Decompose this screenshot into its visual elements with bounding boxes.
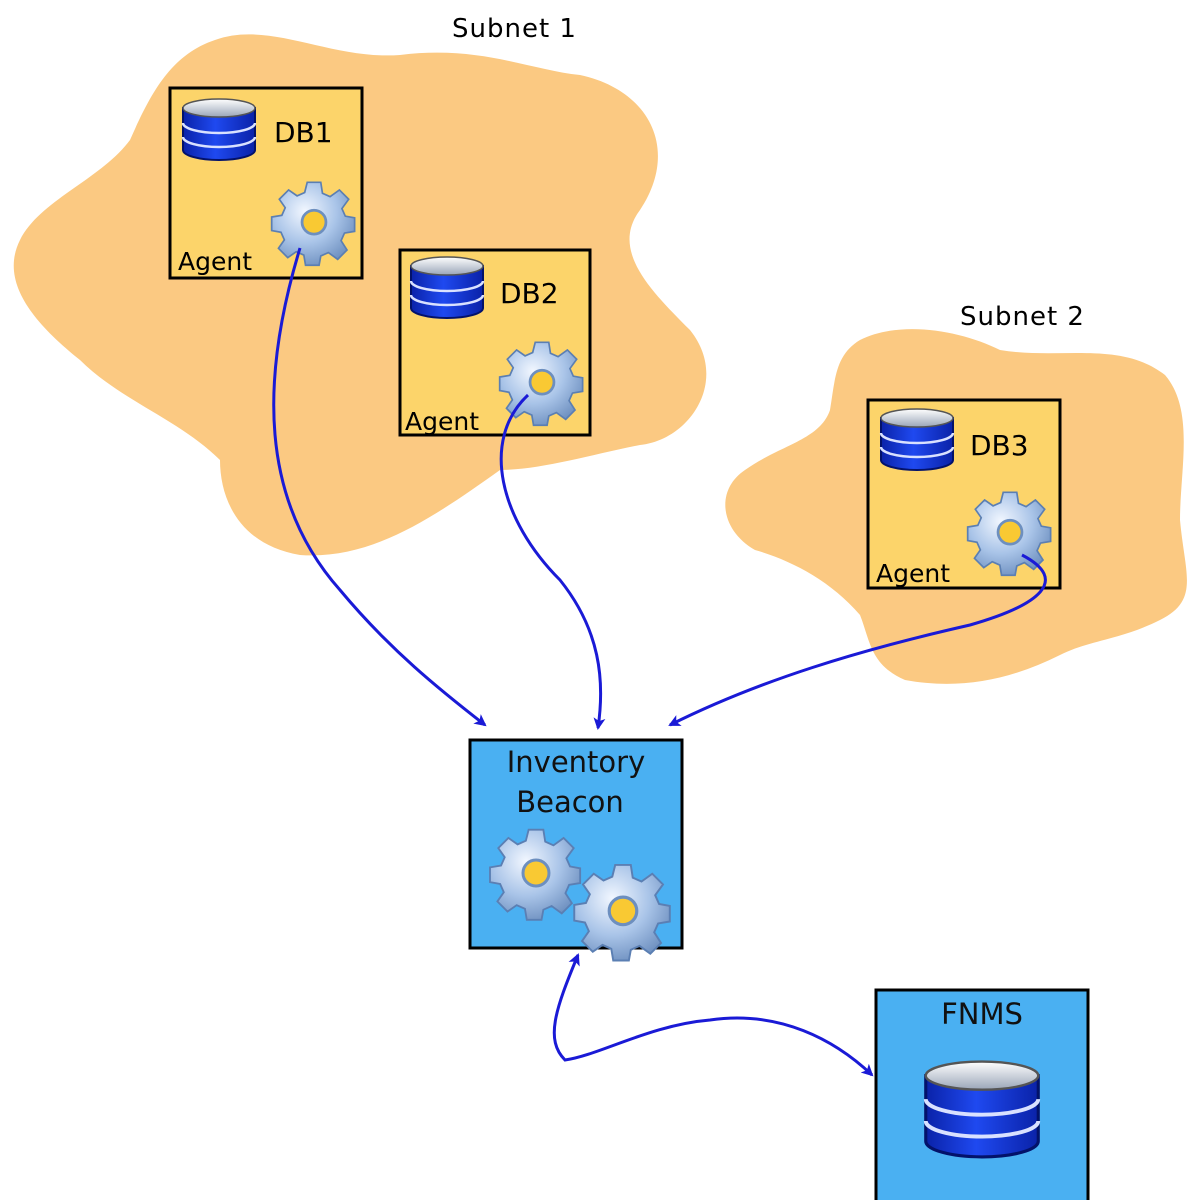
subnet-1-label: Subnet 1 xyxy=(452,14,577,44)
inventory-beacon-label-line1: Inventory xyxy=(507,745,646,779)
database-icon xyxy=(923,1060,1041,1159)
db2-agent-label: Agent xyxy=(405,407,479,436)
gear-icon xyxy=(488,828,582,922)
gear-icon xyxy=(966,490,1053,577)
database-icon xyxy=(181,98,257,162)
connections xyxy=(272,247,1047,1077)
arrow-beacon-fnms-bidirectional xyxy=(552,953,874,1077)
arrow-db3-to-beacon xyxy=(668,553,1047,727)
db3-agent-label: Agent xyxy=(876,559,950,588)
fnms-node: FNMS xyxy=(874,988,1090,1200)
inventory-beacon-label-line2: Beacon xyxy=(516,785,624,819)
arrow-db2-to-beacon xyxy=(499,393,606,730)
fnms-label: FNMS xyxy=(941,997,1023,1031)
inventory-beacon-node: Inventory Beacon xyxy=(468,738,684,963)
gear-icon xyxy=(572,863,672,963)
db1-node: DB1 Agent xyxy=(168,86,364,280)
db2-label: DB2 xyxy=(500,277,559,310)
db1-label: DB1 xyxy=(274,116,333,149)
gear-icon xyxy=(270,180,357,267)
arrow-db1-to-beacon xyxy=(272,247,487,727)
db1-agent-label: Agent xyxy=(178,247,252,276)
database-icon xyxy=(409,256,485,320)
subnet-2-label: Subnet 2 xyxy=(960,302,1085,332)
db2-node: DB2 Agent xyxy=(398,248,592,437)
db3-label: DB3 xyxy=(970,429,1029,462)
database-icon xyxy=(879,408,955,472)
